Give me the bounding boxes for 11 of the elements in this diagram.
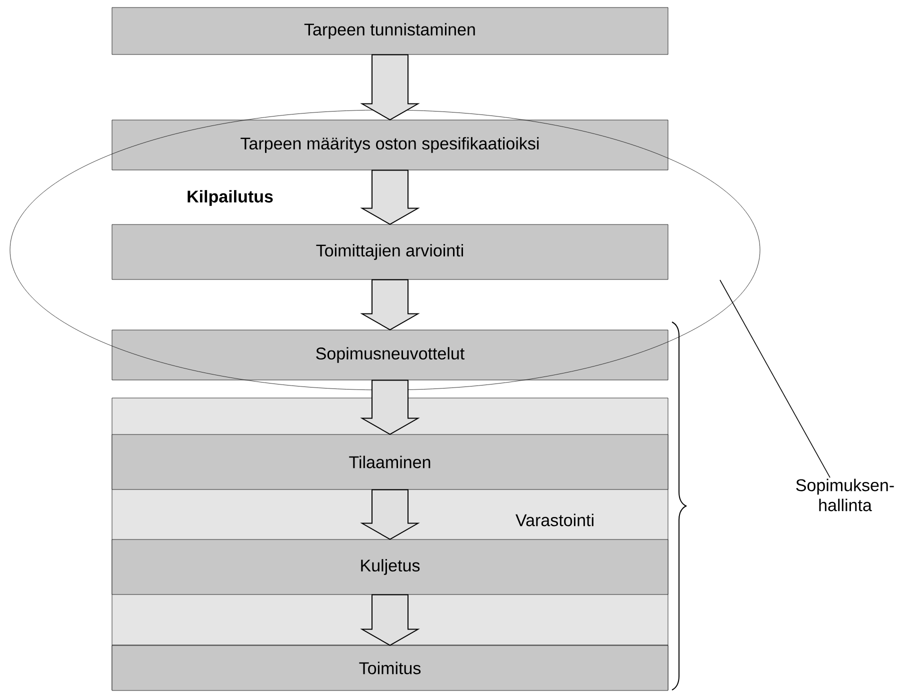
- block-arrow: [360, 279, 420, 330]
- block-arrow: [360, 489, 420, 540]
- process-box: Toimitus: [112, 645, 668, 691]
- block-arrow: [360, 170, 420, 225]
- block-arrow: [360, 594, 420, 646]
- process-box: Tilaaminen: [112, 434, 668, 490]
- process-box: Kuljetus: [112, 539, 668, 595]
- block-arrow: [360, 380, 420, 435]
- side-label: Sopimuksen- hallinta: [796, 478, 894, 512]
- process-box: Tarpeen tunnistaminen: [112, 7, 668, 55]
- block-arrow: [360, 54, 420, 120]
